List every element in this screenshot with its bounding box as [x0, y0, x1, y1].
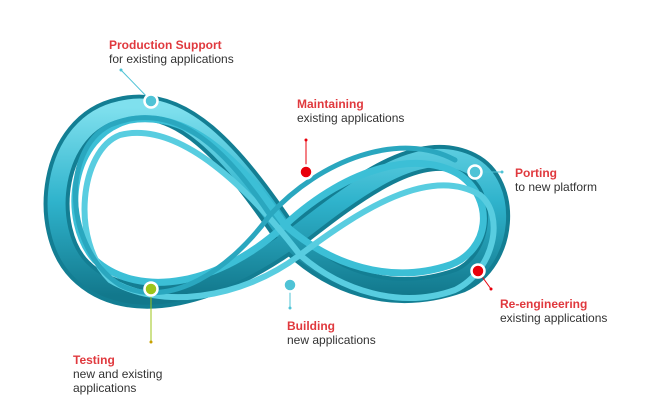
- item-subtitle: existing applications: [500, 311, 608, 325]
- marker-testing[interactable]: [143, 281, 159, 297]
- item-title: Testing: [73, 353, 115, 367]
- item-subtitle: existing applications: [297, 111, 405, 125]
- item-title: Porting: [515, 166, 557, 180]
- label-testing: Testing new and existing applications: [73, 353, 163, 395]
- label-production-support: Production Support for existing applicat…: [109, 38, 234, 66]
- label-building: Building new applications: [287, 319, 376, 347]
- item-title: Re-engineering: [500, 297, 588, 311]
- label-re-engineering: Re-engineering existing applications: [500, 297, 607, 325]
- marker-building[interactable]: [282, 277, 298, 293]
- item-subtitle: for existing applications: [109, 52, 234, 66]
- item-subtitle: new applications: [287, 333, 376, 347]
- marker-re-engineering[interactable]: [470, 263, 486, 279]
- item-title: Maintaining: [297, 97, 364, 111]
- marker-porting[interactable]: [467, 164, 483, 180]
- marker-production-support[interactable]: [143, 93, 159, 109]
- label-maintaining: Maintaining existing applications: [297, 97, 404, 125]
- marker-maintaining[interactable]: [298, 164, 314, 180]
- item-title: Production Support: [109, 38, 222, 52]
- item-title: Building: [287, 319, 335, 333]
- item-subtitle: to new platform: [515, 180, 598, 194]
- label-porting: Porting to new platform: [515, 166, 597, 194]
- item-subtitle: new and existing applications: [73, 367, 163, 395]
